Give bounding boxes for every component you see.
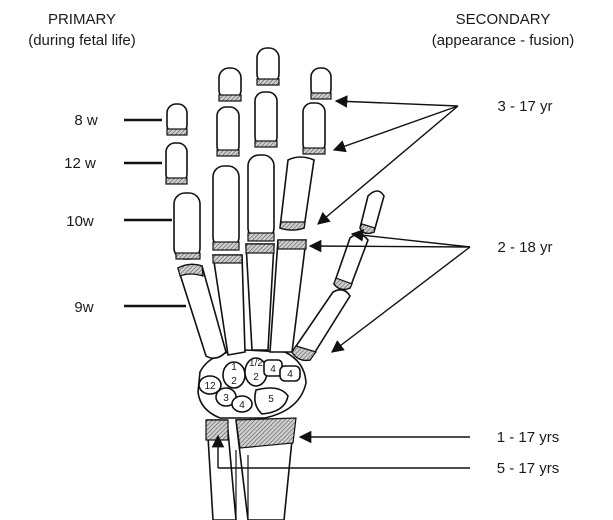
secondary-label-phalanges: 3 - 17 yr: [497, 98, 552, 115]
carpal-num-7: 2: [253, 372, 259, 383]
middle-metacarpal: [246, 244, 274, 350]
middle-middle-phalanx: [255, 92, 277, 146]
forearm-bones: [206, 418, 296, 520]
radius-epiphysis: [236, 418, 296, 448]
primary-label-middle: 12 w: [64, 155, 96, 172]
carpal-num-8: 4: [270, 364, 276, 375]
primary-label-metacarpal: 9w: [74, 299, 93, 316]
primary-label-distal: 8 w: [74, 112, 98, 129]
carpal-num-2: 1: [231, 362, 237, 373]
ring-middle-phalanx: [217, 107, 239, 155]
secondary-label-ulna: 5 - 17 yrs: [497, 460, 560, 477]
index-middle-phalanx: [303, 103, 325, 153]
hand-digits: [166, 48, 384, 360]
primary-header: PRIMARY: [48, 11, 116, 28]
secondary-subheader: (appearance - fusion): [432, 32, 575, 49]
carpal-num-1: 12: [204, 381, 216, 392]
little-proximal-phalanx: [174, 193, 200, 259]
little-middle-phalanx: [166, 143, 187, 183]
carpal-num-10: 5: [268, 394, 274, 405]
primary-label-proximal: 10w: [66, 213, 94, 230]
secondary-header: SECONDARY: [456, 11, 551, 28]
index-metacarpal: [270, 240, 306, 352]
primary-subheader: (during fetal life): [28, 32, 136, 49]
carpal-num-9: 4: [287, 369, 293, 380]
ulna-epiphysis: [206, 420, 228, 440]
middle-proximal-phalanx: [248, 155, 274, 239]
ring-proximal-phalanx: [213, 166, 239, 248]
carpal-num-4: 3: [223, 393, 229, 404]
ring-finger: [213, 68, 245, 355]
secondary-label-radius: 1 - 17 yrs: [497, 429, 560, 446]
secondary-label-metacarpal-heads: 2 - 18 yr: [497, 239, 552, 256]
index-proximal-phalanx: [280, 157, 314, 230]
carpal-num-5: 4: [239, 400, 245, 411]
carpal-num-6: 1/2: [249, 358, 263, 369]
carpal-bones: 12 1 2 3 4 1/2 2 4 4 5: [198, 350, 306, 418]
carpal-num-3: 2: [231, 376, 237, 387]
